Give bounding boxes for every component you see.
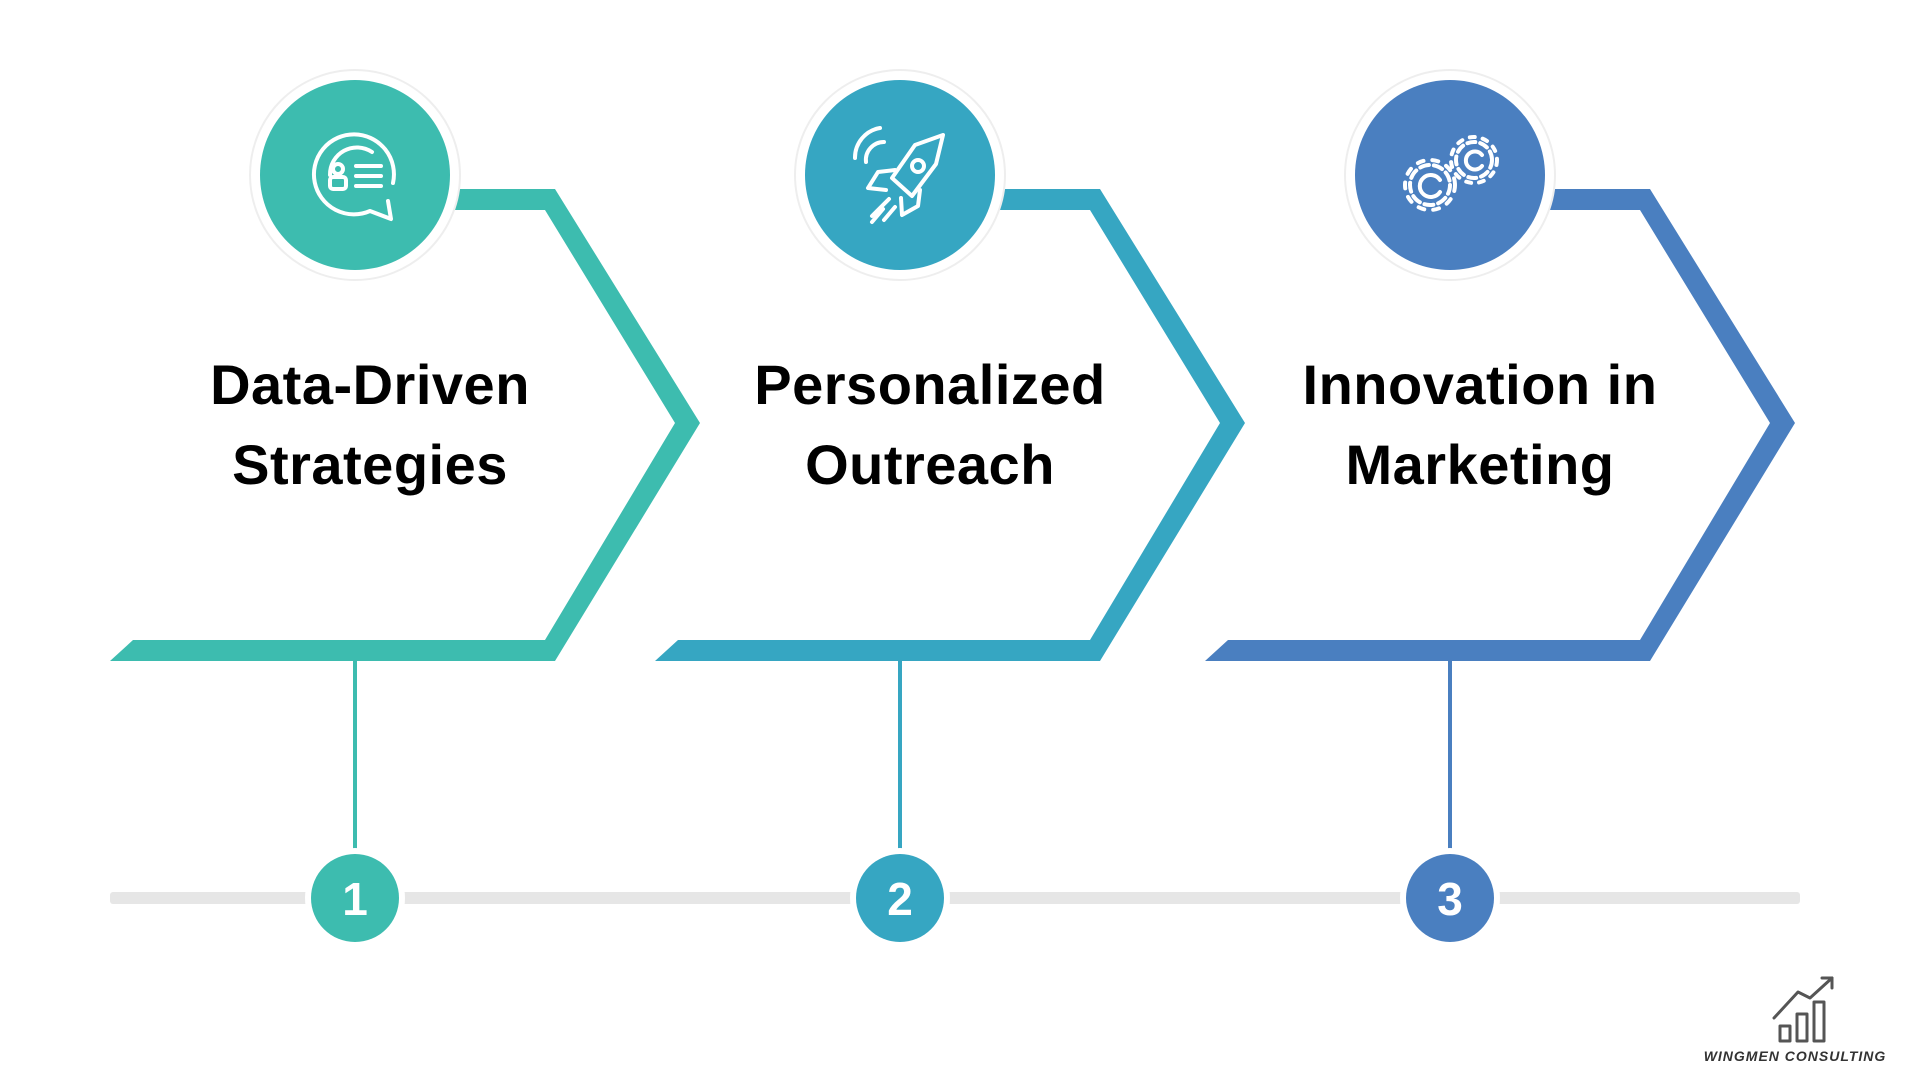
- step-3-title-line2: Marketing: [1345, 433, 1615, 496]
- step-3-title-line1: Innovation in: [1302, 353, 1658, 416]
- step-2: 2: [655, 69, 1245, 948]
- gears-icon: [1403, 135, 1499, 212]
- step-1-title-line1: Data-Driven: [210, 353, 530, 416]
- step-1: 1: [110, 69, 700, 948]
- bar-chart-growth-icon: [1772, 976, 1834, 1043]
- step-3-badge: [1406, 854, 1494, 942]
- step-1-title: Data-Driven Strategies: [150, 345, 590, 505]
- step-1-badge: [311, 854, 399, 942]
- timeline-bar: [110, 892, 1800, 904]
- step-3-title: Innovation in Marketing: [1260, 345, 1700, 505]
- step-2-title-line1: Personalized: [754, 353, 1106, 416]
- step-2-title: Personalized Outreach: [710, 345, 1150, 505]
- step-3: 3: [1205, 69, 1795, 948]
- step-2-title-line2: Outreach: [805, 433, 1055, 496]
- step-1-number: 1: [342, 873, 368, 925]
- step-2-number: 2: [887, 873, 913, 925]
- logo-text: WINGMEN CONSULTING: [1703, 1048, 1887, 1064]
- step-2-badge: [856, 854, 944, 942]
- step-3-icon-circle: [1355, 80, 1545, 270]
- step-3-number: 3: [1437, 873, 1463, 925]
- profile-chat-icon: [311, 132, 396, 221]
- step-1-title-line2: Strategies: [232, 433, 508, 496]
- rocket-icon: [852, 126, 945, 224]
- step-2-icon-circle: [805, 80, 995, 270]
